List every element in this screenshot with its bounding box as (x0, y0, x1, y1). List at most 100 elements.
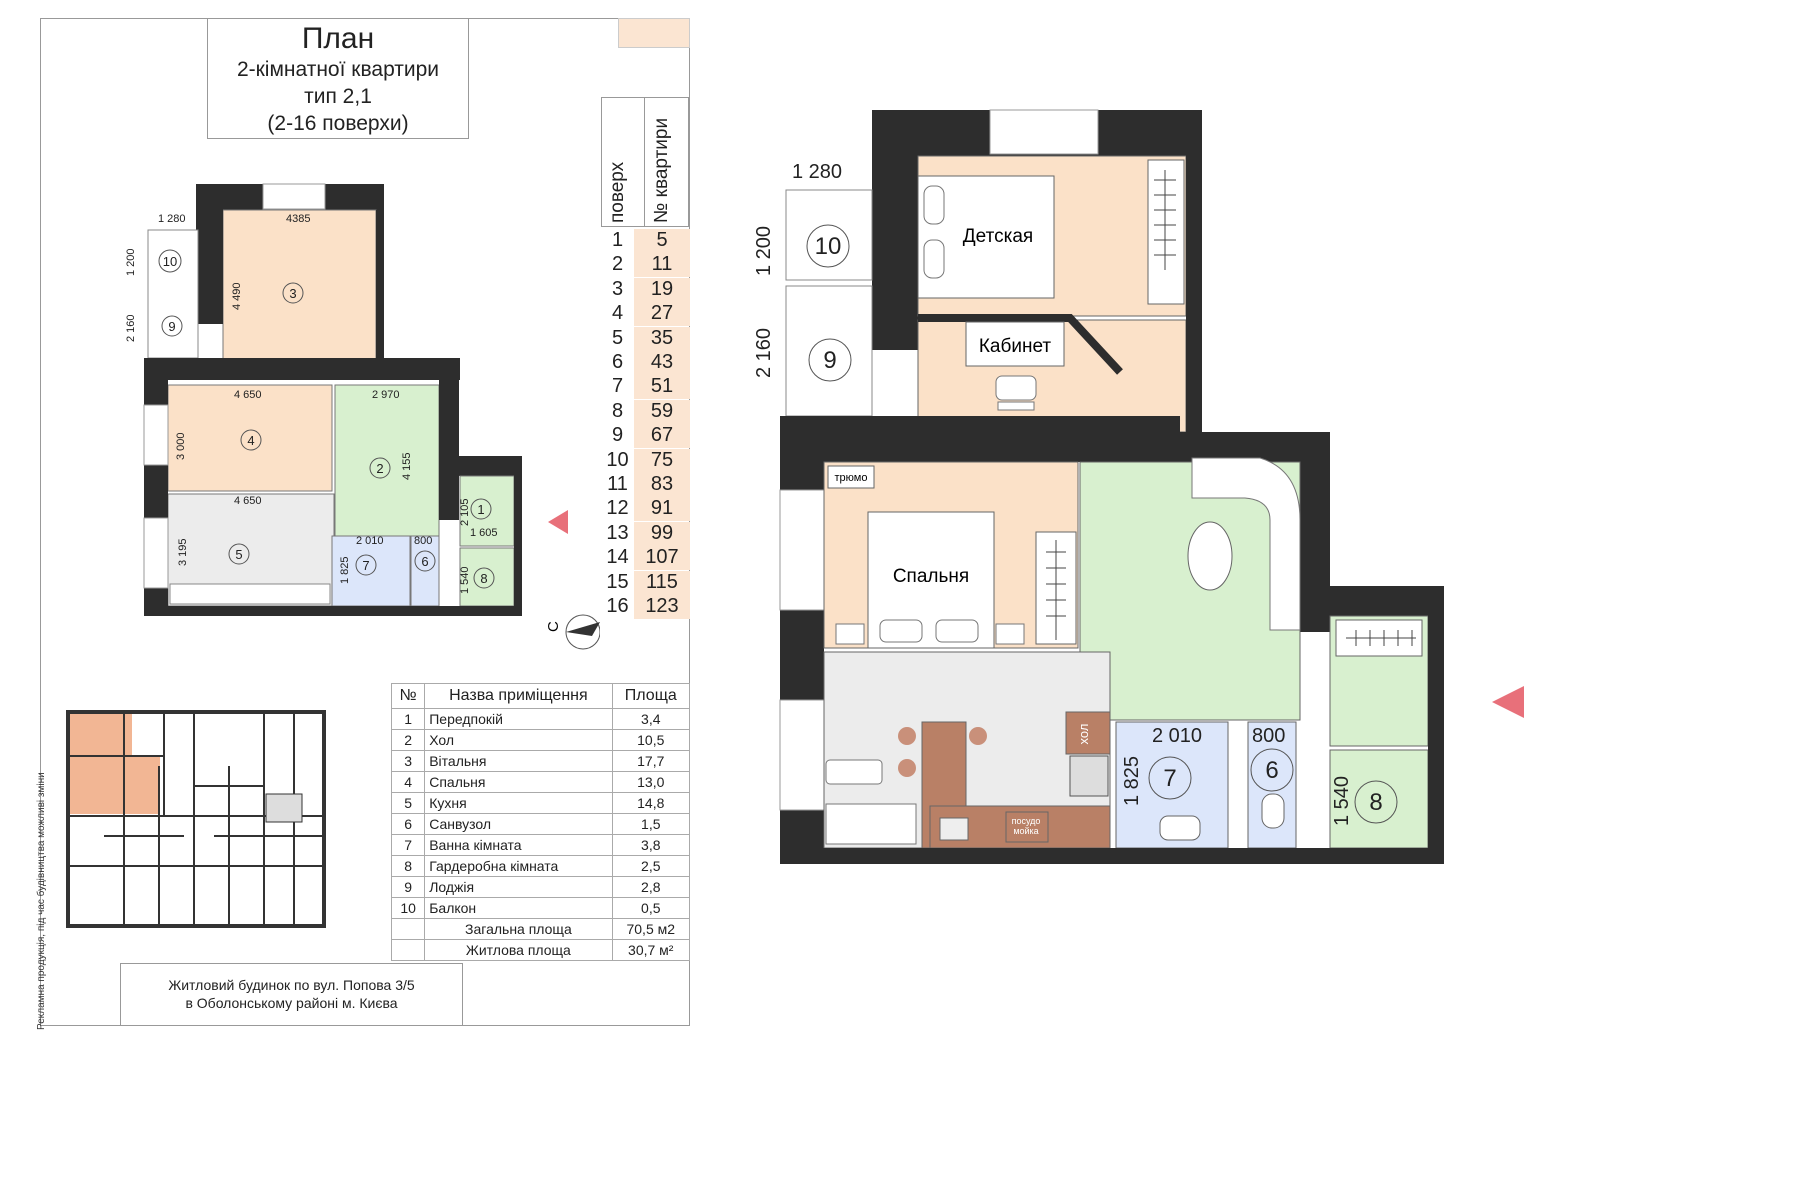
sp-num-3: 3 (289, 286, 296, 301)
bp-table (1187, 521, 1233, 591)
sp-balcony-area (147, 229, 199, 359)
apartment-number: 91 (634, 497, 690, 522)
sp-dim-9: 4 155 (401, 452, 413, 480)
bp-sink (939, 817, 969, 841)
building-key-plan (66, 710, 326, 928)
sp-num-1: 1 (477, 502, 484, 517)
bp-label-office: Кабинет (979, 336, 1052, 357)
bp-dishwasher-box (1005, 811, 1049, 843)
bp-label-dresser: трюмо (835, 472, 868, 484)
apartment-number: 5 (634, 229, 690, 253)
room-name: Гардеробна кімната (424, 855, 613, 877)
title-line-2: 2-кімнатної квартири (236, 58, 440, 81)
floor-number: 10 (606, 448, 629, 471)
total-label: Загальна площа (424, 918, 613, 940)
room-name: Хол (424, 729, 613, 751)
sp-dim-4: 4 490 (231, 282, 243, 310)
small-floor-plan: 1 280 4385 1 200 4 490 2 160 4 650 2 970… (125, 183, 600, 650)
room-number: 8 (390, 855, 426, 877)
floor-number: 2 (611, 253, 624, 276)
room-number: 6 (390, 813, 426, 835)
sp-wall-bottom (144, 606, 522, 616)
bp-num-7: 7 (1163, 765, 1176, 792)
sp-window-left-2 (143, 517, 169, 589)
sp-num-7: 7 (362, 558, 369, 573)
floor-number: 16 (606, 595, 629, 617)
living-value: 30,7 м² (611, 939, 691, 961)
bp-wall-mid (824, 432, 1328, 462)
sp-room-3 (222, 209, 377, 369)
room-name: Вітальня (424, 750, 613, 772)
bp-fridge (1065, 711, 1111, 755)
apartment-number: 99 (634, 521, 690, 546)
sp-wall-mid (144, 358, 460, 380)
apartment-number: 115 (634, 570, 690, 595)
apartment-number: 59 (634, 399, 690, 424)
total-value: 70,5 м2 (611, 918, 691, 940)
bp-label-kids: Детская (963, 226, 1033, 247)
apartment-number: 83 (634, 473, 690, 497)
sp-num-9: 9 (168, 319, 175, 334)
bp-num-9: 9 (823, 347, 836, 374)
floor-number: 4 (611, 302, 624, 325)
apartment-number: 27 (634, 302, 690, 327)
rooms-h-name: Назва приміщення (424, 683, 613, 709)
corner-swatch (618, 18, 690, 48)
room-name: Лоджія (424, 876, 613, 898)
sp-room-1 (459, 475, 515, 547)
bp-wall-right-lower (1300, 432, 1330, 632)
floor-table-header: поверх № квартири (601, 97, 690, 227)
sp-num-5: 5 (235, 547, 242, 562)
room-area: 0,5 (611, 897, 691, 919)
sp-dim-16: 1 825 (339, 556, 351, 584)
floor-number: 1 (611, 229, 624, 251)
room-area: 14,8 (611, 792, 691, 814)
room-number: 10 (390, 897, 426, 919)
room-area: 10,5 (611, 729, 691, 751)
sp-dim-12: 1 605 (470, 527, 498, 539)
rooms-h-area: Площа (611, 683, 691, 709)
sp-dim-6: 4 650 (234, 389, 262, 401)
apartment-number: 35 (634, 326, 690, 351)
bp-wall-right-upper (1186, 110, 1202, 432)
sp-room-4 (167, 384, 333, 492)
sp-kitchen-counter (169, 583, 331, 605)
key-stair (265, 793, 303, 823)
bp-wall-right-entry (1428, 586, 1444, 864)
sp-dim-1: 1 280 (158, 213, 186, 225)
bp-dim-2: 1 200 (753, 226, 775, 276)
floor-number: 14 (606, 546, 629, 569)
room-area: 2,5 (611, 855, 691, 877)
bp-dim-3: 2 160 (753, 328, 775, 378)
room-number: 9 (390, 876, 426, 898)
bp-loggia-wall (780, 416, 1180, 434)
sp-wall-right-room3 (376, 210, 384, 368)
bp-dim-4: 2 010 (1152, 725, 1202, 747)
room-name: Санвузол (424, 813, 613, 835)
floor-number: 7 (611, 375, 624, 398)
floor-number: 3 (611, 277, 624, 300)
bp-kitchen-bench (825, 759, 883, 785)
room-name: Балкон (424, 897, 613, 919)
sp-dim-2: 4385 (286, 213, 310, 225)
apartment-number: 107 (634, 546, 690, 571)
title-line-1: План (301, 22, 375, 55)
sp-dim-5: 2 160 (125, 314, 137, 342)
key-highlight-1 (70, 714, 132, 756)
apartment-number: 123 (634, 595, 690, 619)
key-highlight-2 (70, 756, 160, 814)
room-number: 3 (390, 750, 426, 772)
